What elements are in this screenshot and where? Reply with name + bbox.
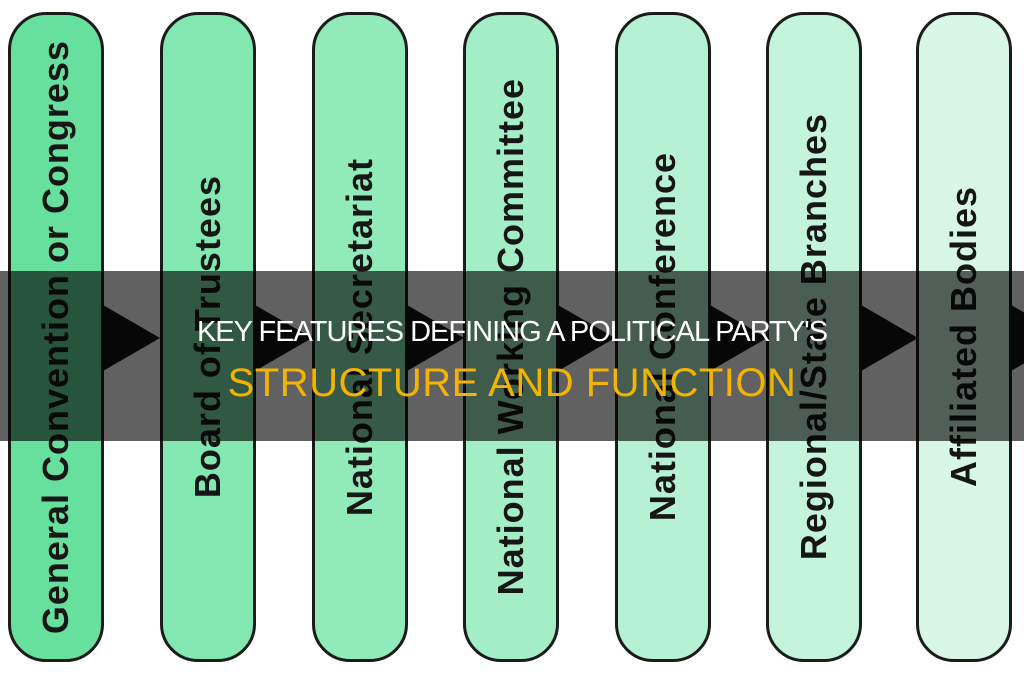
banner-title-line1: KEY FEATURES DEFINING A POLITICAL PARTY'… <box>196 315 828 348</box>
banner-title-line2: STRUCTURE AND FUNCTION <box>227 360 797 405</box>
title-banner: KEY FEATURES DEFINING A POLITICAL PARTY'… <box>0 271 1024 441</box>
